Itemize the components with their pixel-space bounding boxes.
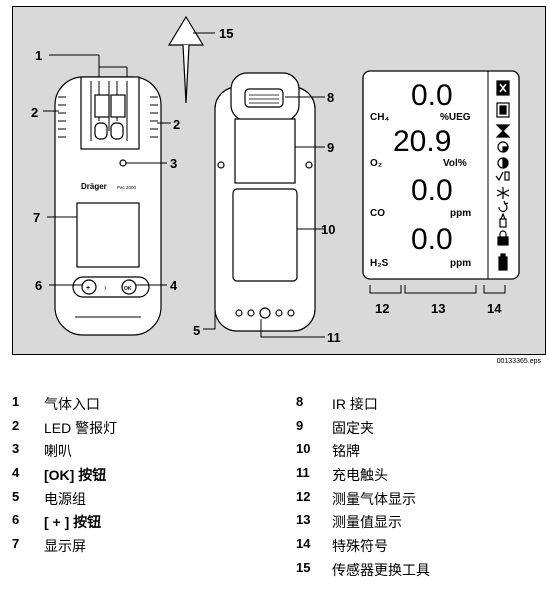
unit-row-2: Vol%: [443, 158, 467, 169]
callout-15: 15: [219, 26, 233, 41]
callout-9: 9: [327, 140, 334, 155]
device-front: [54, 76, 162, 336]
device-drawing: Dräger Pac 2000 + OK ›: [31, 15, 520, 345]
gas-row-1: CH₄: [370, 112, 389, 123]
close-box-icon: [496, 80, 510, 96]
callout-13: 13: [431, 301, 445, 316]
gas-row-2: O₂: [370, 158, 382, 169]
callout-1: 1: [35, 48, 42, 63]
device-back: [214, 72, 316, 332]
value-row-4: 0.0: [411, 223, 453, 256]
callout-6: 6: [35, 278, 42, 293]
ok-button-label: OK: [124, 286, 132, 292]
callout-14: 14: [487, 301, 502, 316]
unit-row-3: ppm: [450, 208, 471, 219]
model-label: Pac 2000: [117, 185, 137, 190]
plus-button-label: +: [86, 285, 90, 292]
unit-row-4: ppm: [450, 258, 471, 269]
value-row-2: 20.9: [393, 125, 451, 158]
callout-3: 3: [170, 156, 177, 171]
unit-row-1: %UEG: [440, 112, 471, 123]
half-circle-icon: [497, 157, 509, 169]
legend-item: 4[OK] 按钮: [12, 465, 107, 484]
filled-box-icon: [496, 102, 510, 118]
sensor-tool: [167, 15, 205, 104]
lamp-icon: [499, 212, 507, 228]
value-row-3: 0.0: [411, 174, 453, 207]
brand-label: Dräger: [81, 182, 107, 191]
gas-row-4: H₂S: [370, 258, 389, 269]
device-illustration: Dräger Pac 2000 + OK ›: [12, 6, 546, 355]
callout-10: 10: [321, 222, 335, 237]
battery-icon: [498, 253, 508, 271]
callout-8: 8: [327, 90, 334, 105]
callout-12: 12: [375, 301, 389, 316]
asterisk-icon: [496, 187, 510, 199]
value-row-1: 0.0: [411, 79, 453, 112]
callout-7: 7: [33, 210, 40, 225]
callout-11: 11: [327, 330, 341, 345]
display-panel: 0.0 CH₄ %UEG 20.9 O₂ Vol% 0.0 CO ppm 0.0…: [362, 70, 520, 280]
callout-5: 5: [193, 323, 200, 338]
recycle-icon: [498, 200, 509, 213]
svg-text:›: ›: [104, 285, 107, 292]
symbol-column: [495, 80, 511, 271]
lock-icon: [497, 230, 509, 246]
bump-test-icon: [497, 141, 509, 153]
callout-4: 4: [170, 278, 178, 293]
callout-2-right: 2: [173, 117, 180, 132]
callout-lines: [43, 32, 506, 338]
figure-file-label: 00133365.eps: [496, 358, 541, 365]
check-vial-icon: [495, 171, 510, 182]
callout-2-left: 2: [31, 105, 38, 120]
legend-item: 6[ + ] 按钮: [12, 512, 102, 531]
gas-row-3: CO: [370, 208, 385, 219]
callout-numbers: 1 2 2 3 4 5 6 7 8 9 10 11 12 13 14 15: [31, 26, 502, 345]
hourglass-icon: [495, 124, 511, 138]
